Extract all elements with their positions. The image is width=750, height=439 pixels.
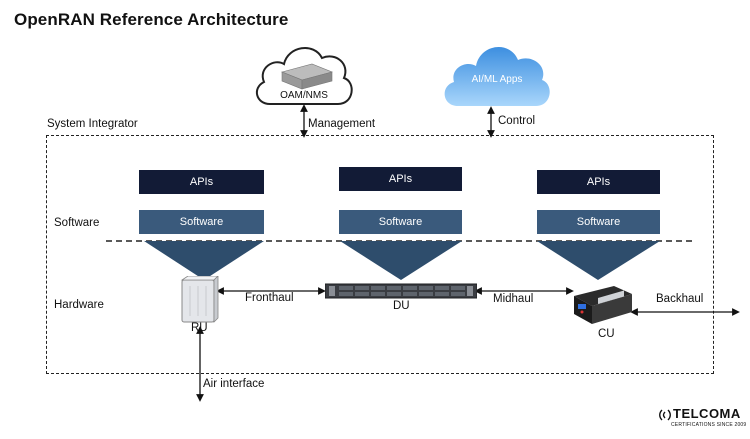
aiml-cloud-label: AI/ML Apps (471, 74, 523, 85)
page-title: OpenRAN Reference Architecture (14, 10, 289, 29)
ru-software-box: Software (139, 210, 264, 234)
software-layer-label: Software (54, 217, 100, 229)
du-label: DU (393, 300, 410, 312)
hardware-layer-label: Hardware (54, 299, 104, 311)
cu-label: CU (598, 328, 615, 340)
cu-apis-box: APIs (537, 170, 660, 194)
fronthaul-label: Fronthaul (245, 292, 294, 304)
oam-cloud-label: OAM/NMS (280, 90, 328, 101)
midhaul-label: Midhaul (493, 293, 534, 305)
cu-software-box: Software (537, 210, 660, 234)
server-appliance-icon (281, 63, 333, 90)
du-software-box: Software (339, 210, 462, 234)
system-integrator-label: System Integrator (47, 118, 138, 130)
cu-software-triangle (537, 241, 660, 280)
backhaul-label: Backhaul (656, 293, 704, 305)
air-interface-label: Air interface (203, 378, 265, 390)
ru-hardware-icon (180, 275, 220, 329)
logo-name: TELCOMA (673, 406, 741, 421)
oam-cloud-shape (255, 47, 353, 105)
logo-tagline: CERTIFICATIONS SINCE 2009 (671, 422, 747, 428)
ru-apis-box: APIs (139, 170, 264, 194)
du-server-icon (324, 283, 478, 304)
du-apis-box: APIs (339, 167, 462, 191)
du-software-triangle (340, 241, 462, 280)
aiml-cloud: AI/ML Apps (440, 34, 554, 110)
ru-software-triangle (144, 241, 264, 280)
cu-appliance-icon (570, 282, 634, 333)
ru-label: RU (191, 322, 208, 334)
telcoma-logo: TELCOMA CERTIFICATIONS SINCE 2009 (657, 405, 747, 433)
management-label: Management (308, 118, 376, 130)
control-label: Control (498, 115, 536, 127)
aiml-cloud-shape (444, 47, 550, 106)
signal-waves-icon (659, 409, 671, 421)
system-integrator-boundary (46, 135, 714, 374)
oam-cloud: OAM/NMS (252, 34, 356, 110)
